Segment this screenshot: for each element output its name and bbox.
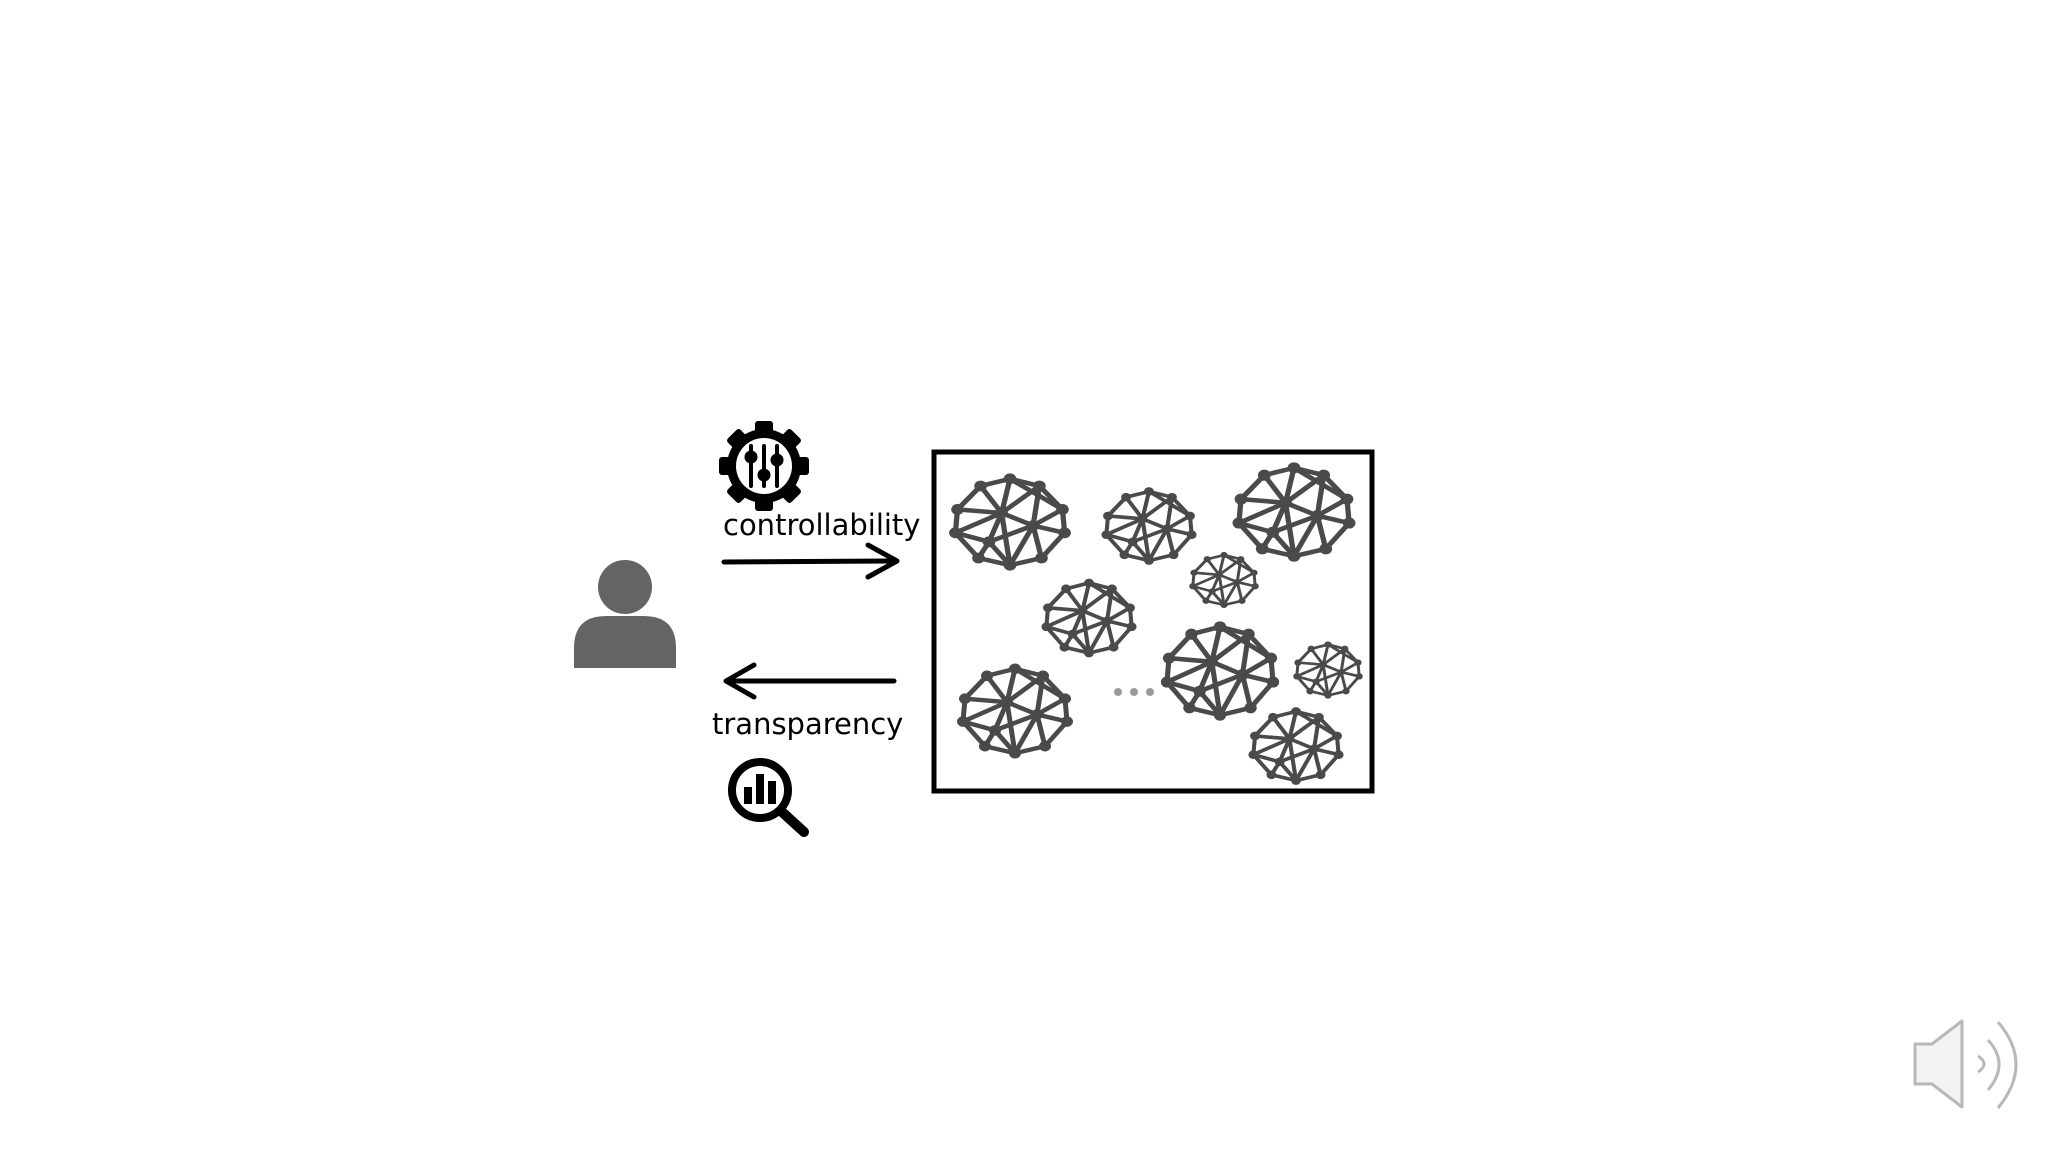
model-container-box — [931, 449, 1375, 794]
network-icon — [1161, 621, 1279, 720]
ellipsis-dots — [1114, 688, 1154, 696]
network-icon — [1291, 639, 1365, 701]
controllability-arrow — [721, 542, 900, 580]
gear-sliders-icon — [719, 421, 809, 511]
network-icon — [1233, 462, 1356, 561]
person-icon — [574, 560, 676, 668]
transparency-arrow — [723, 662, 897, 700]
controllability-label: controllability — [723, 508, 921, 542]
magnifier-chart-icon — [728, 758, 809, 837]
network-icon — [1101, 487, 1196, 565]
transparency-label: transparency — [712, 707, 904, 741]
network-icon — [1248, 707, 1343, 785]
network-icon — [957, 663, 1073, 758]
network-icon — [949, 473, 1071, 570]
network-icon — [1187, 550, 1261, 610]
network-icon — [1041, 579, 1136, 658]
speaker-icon[interactable] — [1913, 1019, 2018, 1109]
